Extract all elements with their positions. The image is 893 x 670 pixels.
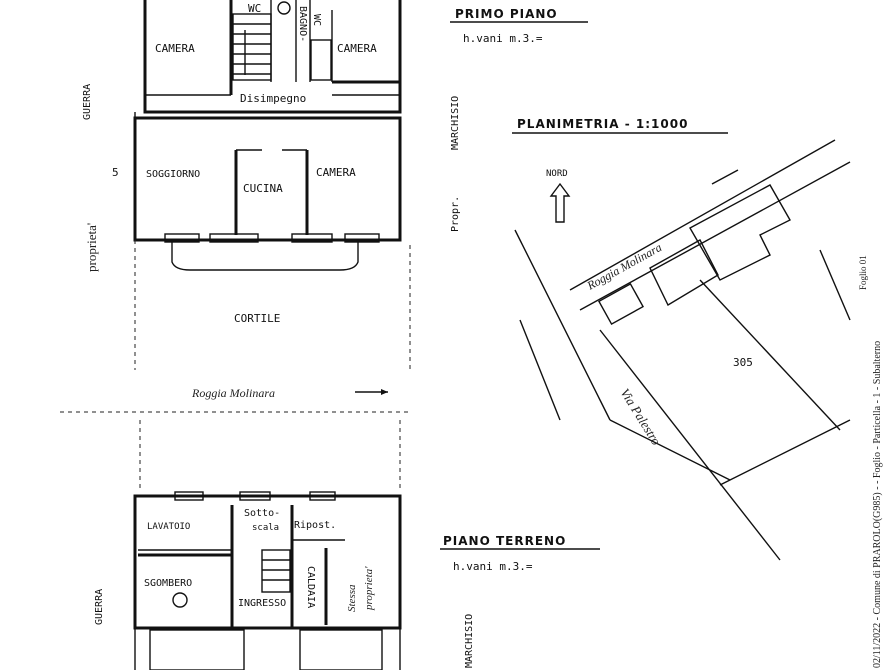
- room-label-ingresso: INGRESSO: [238, 598, 286, 609]
- north-arrow-icon: [549, 182, 571, 223]
- first-floor-plan: WC CAMERA CAMERA BAGNO- WC Disimpegno SO…: [133, 0, 411, 370]
- neighbor-propr: Propr.: [450, 196, 461, 232]
- neighbor-marchisio-top: MARCHISIO: [450, 96, 461, 150]
- street-label: Via Palestro: [617, 386, 664, 449]
- room-label-wc: WC: [248, 2, 261, 15]
- room-label-camera-right: CAMERA: [337, 42, 377, 55]
- room-label-soggiorno: SOGGIORNO: [146, 169, 200, 180]
- room-label-caldaia: CALDAIA: [305, 566, 316, 608]
- north-label: NORD: [546, 169, 568, 179]
- room-label-ripostiglio: Ripost.: [294, 520, 336, 531]
- neighbor-marchisio-bottom: MARCHISIO: [464, 614, 475, 668]
- room-label-cucina: CUCINA: [243, 182, 283, 195]
- ground-floor-height: h.vani m.3.=: [453, 560, 533, 573]
- first-floor-title: PRIMO PIANO: [455, 7, 558, 21]
- page-number: 5: [112, 166, 119, 179]
- margin-footer-text: 02/11/2022 - Comune di PRAROLO(G985) - -…: [872, 341, 883, 668]
- room-label-sgombero: SGOMBERO: [144, 578, 192, 589]
- courtyard-label: CORTILE: [234, 312, 280, 325]
- room-label-camera-bottom: CAMERA: [316, 166, 356, 179]
- roggia-label-plan: Roggia Molinara: [191, 386, 275, 400]
- site-plan-title: PLANIMETRIA - 1:1000: [517, 117, 688, 131]
- neighbor-proprieta-top: proprieta': [84, 223, 99, 272]
- ground-floor-title: PIANO TERRENO: [443, 534, 566, 548]
- room-label-lavatoio: LAVATOIO: [147, 522, 190, 532]
- room-label-bagno: BAGNO-: [297, 6, 308, 42]
- first-floor-height: h.vani m.3.=: [463, 32, 543, 45]
- room-label-disimpegno: Disimpegno: [240, 92, 306, 105]
- neighbor-guerra-top: GUERRA: [82, 84, 93, 120]
- ground-floor-plan: LAVATOIO Sotto- scala Ripost. SGOMBERO I…: [133, 420, 402, 670]
- label-stessa-proprieta: proprieta': [363, 566, 375, 611]
- room-label-sottoscala-2: scala: [252, 523, 279, 533]
- site-plan: PLANIMETRIA - 1:1000 NORD Roggia Molinar…: [512, 117, 851, 561]
- label-stessa: Stessa: [346, 584, 358, 612]
- room-label-wc-vertical: WC: [311, 14, 322, 26]
- room-label-sottoscala-1: Sotto-: [244, 508, 280, 519]
- neighbor-guerra-bottom: GUERRA: [94, 589, 105, 625]
- parcel-number: 305: [733, 356, 753, 369]
- room-label-camera-left: CAMERA: [155, 42, 195, 55]
- margin-sheet-text: Foglio 01: [858, 255, 868, 290]
